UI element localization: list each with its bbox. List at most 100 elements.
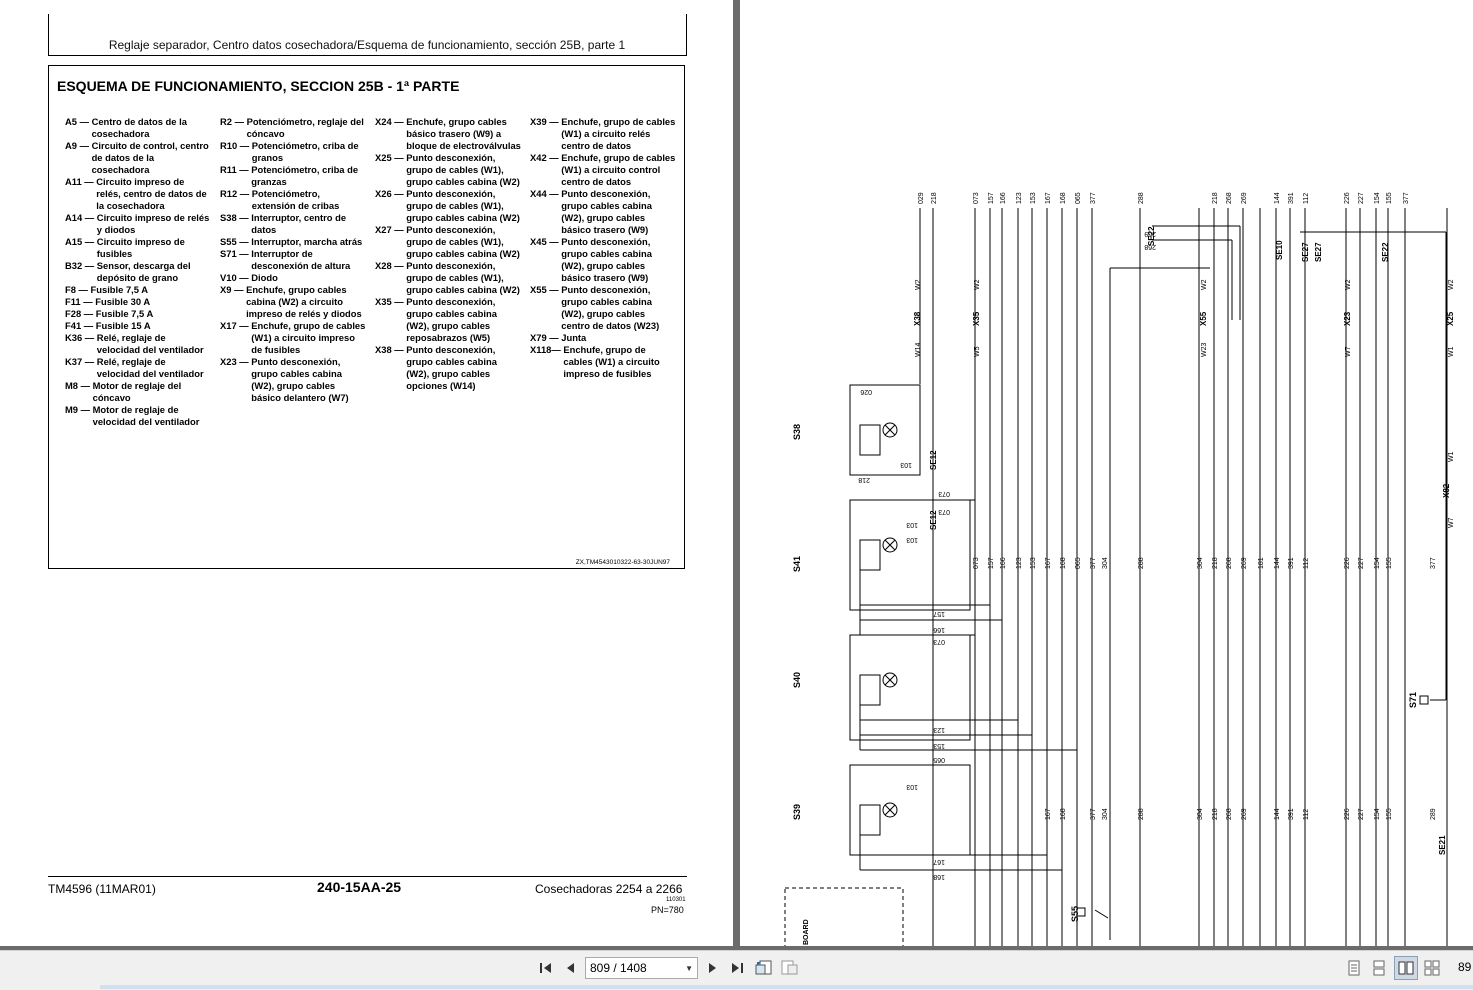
legend-description: Fusible 7,5 A: [90, 284, 149, 295]
loop-label: 168: [933, 873, 945, 880]
zoom-level[interactable]: 89: [1458, 960, 1472, 974]
lower-wire-label: 377: [1430, 557, 1437, 569]
top-wire-label: 154: [1374, 192, 1381, 204]
legend-description: Fusible 15 A: [95, 320, 151, 331]
lower-wire-label: 157: [988, 557, 995, 569]
legend-entry: B32 — Sensor, descarga del depósito de g…: [65, 260, 211, 284]
legend-entry: S55 — Interruptor, marcha atrás: [220, 236, 366, 248]
last-page-button[interactable]: [727, 958, 747, 978]
legend-entry: M8 — Motor de reglaje del cóncavo: [65, 380, 211, 404]
legend-code: X79 —: [530, 332, 562, 343]
legend-entry: X79 — Junta: [530, 332, 676, 344]
component-label: S38: [792, 424, 802, 440]
go-back-view-button[interactable]: [754, 958, 774, 978]
two-page-view-button[interactable]: [1394, 956, 1418, 980]
legend-description: Enchufe, grupo de cables (W1) a circuito…: [561, 152, 676, 187]
legend-entry: S71 — Interruptor de desconexión de altu…: [220, 248, 366, 272]
component-label: S55: [1070, 906, 1080, 922]
last-page-icon: [732, 963, 743, 973]
s55-switch-symbol: [1076, 907, 1086, 917]
legend-code: R2 —: [220, 116, 247, 127]
component-label: S40: [792, 672, 802, 688]
legend-description: Potenciómetro, criba de granzas: [251, 164, 359, 187]
previous-page-button[interactable]: [560, 958, 580, 978]
loop-label: 269: [1144, 230, 1156, 237]
top-wire-label: 391: [1288, 192, 1295, 204]
lower-wire-label: 123: [1016, 557, 1023, 569]
legend-code: A5 —: [65, 116, 92, 127]
data-center-board: [784, 887, 904, 946]
first-page-button[interactable]: [536, 958, 556, 978]
continuous-page-icon: [1373, 960, 1385, 976]
top-wire-label: 226: [1344, 192, 1351, 204]
legend-description: Diodo: [251, 272, 278, 283]
bottom-wire-label: 218: [1212, 808, 1219, 820]
loop-label: 166: [933, 626, 945, 633]
lower-wire-label: 227: [1358, 557, 1365, 569]
loop-label: 026: [860, 388, 872, 395]
next-page-button[interactable]: [703, 958, 723, 978]
legend-description: Potenciómetro, criba de granos: [251, 140, 359, 163]
legend-code: X35 —: [375, 296, 407, 307]
harness-label: W5: [974, 346, 981, 357]
document-viewport[interactable]: Reglaje separador, Centro datos cosechad…: [0, 0, 1473, 950]
s55-contact: [1094, 909, 1109, 919]
legend-description: Punto desconexión, grupo cables cabina (…: [561, 188, 652, 235]
legend-description: Enchufe, grupo de cables (W1) a circuito…: [561, 116, 676, 151]
top-wire-label: 218: [1212, 192, 1219, 204]
chevron-down-icon[interactable]: ▼: [685, 964, 693, 973]
component-label: S41: [792, 556, 802, 572]
legend-code: R11 —: [220, 164, 252, 175]
loop-label: 153: [933, 742, 945, 749]
harness-label: W1: [1448, 346, 1455, 357]
legend-description: Punto desconexión, grupo de cables (W1),…: [406, 188, 520, 223]
bottom-wire-label: 226: [1344, 808, 1351, 820]
lower-wire-label: 112: [1303, 558, 1310, 569]
top-wire-label: 123: [1016, 192, 1023, 204]
legend-code: A14 —: [65, 212, 97, 223]
legend-entry: A9 — Circuito de control, centro de dato…: [65, 140, 211, 176]
legend-description: Potenciómetro, extensión de cribas: [251, 188, 340, 211]
legend-code: X38 —: [375, 344, 407, 355]
footer-rule: [48, 876, 687, 877]
continuous-view-button[interactable]: [1369, 958, 1389, 978]
harness-label: W2: [1448, 279, 1455, 290]
two-page-continuous-button[interactable]: [1422, 958, 1442, 978]
legend-code: X55 —: [530, 284, 562, 295]
lamp-icon: [882, 672, 898, 688]
legend-entry: X27 — Punto desconexión, grupo de cables…: [375, 224, 521, 260]
page-number-field[interactable]: 809 / 1408 ▼: [585, 957, 698, 979]
switch-contacts: [859, 804, 881, 836]
harness-label: W7: [1345, 346, 1352, 357]
lamp-icon: [882, 802, 898, 818]
legend-description: Circuito impreso de relés, centro de dat…: [96, 176, 207, 211]
harness-label: W23: [1201, 343, 1208, 358]
bottom-wire-label: 167: [1045, 808, 1052, 820]
legend-entry: F8 — Fusible 7,5 A: [65, 284, 211, 296]
legend-code: S55 —: [220, 236, 252, 247]
go-forward-view-button[interactable]: [780, 958, 800, 978]
legend-entry: V10 — Diodo: [220, 272, 366, 284]
legend-entry: X17 — Enchufe, grupo de cables (W1) a ci…: [220, 320, 366, 356]
legend-column-3: X24 — Enchufe, grupo cables básico trase…: [375, 116, 521, 392]
legend-entry: F28 — Fusible 7,5 A: [65, 308, 211, 320]
legend-entry: X24 — Enchufe, grupo cables básico trase…: [375, 116, 521, 152]
lower-wire-label: 181: [1258, 557, 1265, 569]
previous-page-icon: [567, 963, 574, 973]
loop-label: 268: [1144, 243, 1156, 250]
lower-wire-label: 226: [1344, 557, 1351, 569]
legend-description: Circuito de control, centro de datos de …: [91, 140, 209, 175]
loop-label: 167: [933, 858, 945, 865]
legend-title: ESQUEMA DE FUNCIONAMIENTO, SECCION 25B -…: [57, 78, 460, 94]
top-wire-label: 168: [1060, 192, 1067, 204]
switch-module: [849, 634, 971, 741]
top-wire-label: 166: [1000, 192, 1007, 204]
footer-manual-id: TM4596 (11MAR01): [48, 882, 156, 896]
page-header: Reglaje separador, Centro datos cosechad…: [108, 38, 626, 52]
harness-label: W2: [915, 279, 922, 290]
single-page-view-button[interactable]: [1344, 958, 1364, 978]
legend-code: X23 —: [220, 356, 252, 367]
legend-description: Circuito impreso de relés y diodos: [96, 212, 210, 235]
bottom-wire-label: 304: [1197, 808, 1204, 820]
